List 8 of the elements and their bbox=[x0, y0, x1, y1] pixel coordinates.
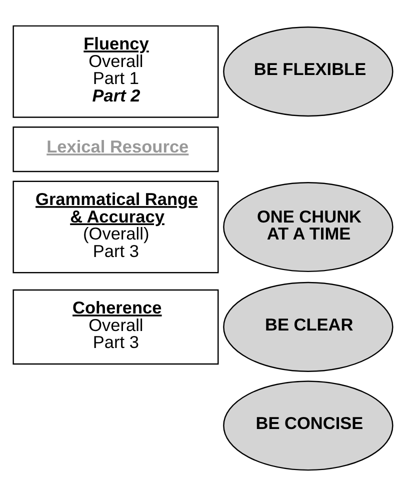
node-ellipse: BE CONCISE bbox=[223, 380, 394, 470]
node-ellipse: BE FLEXIBLE bbox=[223, 26, 394, 116]
node-ellipse: ONE CHUNK AT A TIME bbox=[223, 182, 394, 272]
node-box: Fluency Overall Part 1 Part 2 bbox=[12, 24, 219, 118]
node-box: Coherence Overall Part 3 bbox=[12, 288, 219, 364]
node-box: Grammatical Range & Accuracy (Overall) Part 3 bbox=[12, 180, 219, 273]
node-ellipse: BE CLEAR bbox=[223, 281, 394, 372]
node-box: Lexical Resource bbox=[12, 126, 219, 172]
